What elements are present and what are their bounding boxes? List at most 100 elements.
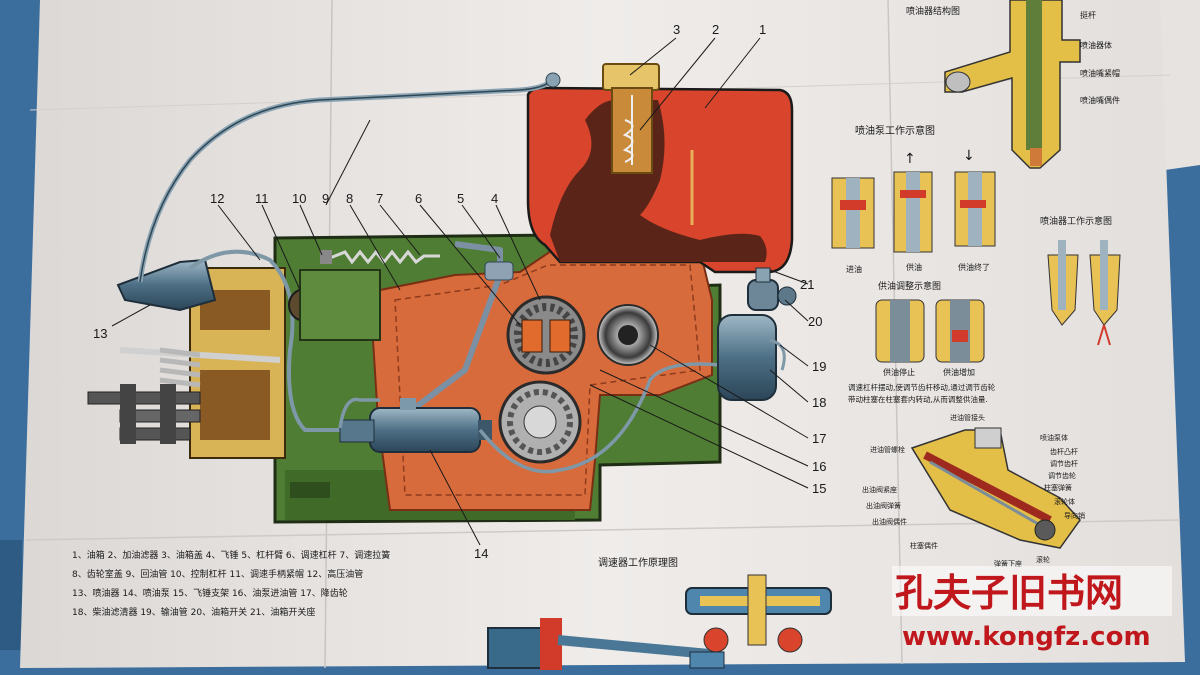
pump-work-title: 喷油泵工作示意图	[855, 124, 935, 137]
callout-13: 13	[93, 326, 107, 341]
return-pipe-9-edge	[139, 79, 553, 283]
callout-4: 4	[491, 191, 498, 206]
crank-bearing	[498, 380, 582, 464]
label-rack-cam: 齿杆凸杆	[1050, 447, 1078, 456]
arrow-up-icon: ↑	[904, 151, 916, 167]
callout-5: 5	[457, 191, 464, 206]
label-delivery-seat: 出油阀紧座	[862, 485, 897, 494]
label-supply-increase: 供油增加	[943, 367, 975, 377]
legend-line: 13、喷油器 14、喷油泵 15、飞锤支架 16、油泵进油管 17、降齿轮	[72, 587, 348, 599]
lever-pivot	[484, 261, 514, 281]
label-delivery-valve: 出油阀偶件	[872, 517, 907, 526]
gear-chamber-cover	[299, 269, 381, 341]
tank-switch-20	[747, 267, 797, 311]
legend-line: 8、齿轮室盖 9、回油管 10、控制杠杆 11、调速手柄紧帽 12、高压油管	[72, 568, 363, 580]
injector-structure-drawing	[944, 0, 1081, 169]
label-injector-body: 喷油器体	[1080, 40, 1112, 50]
supply-adjust-drawing	[875, 299, 985, 363]
tank-cap	[602, 63, 660, 91]
background-cloth-fold	[0, 540, 22, 650]
label-roller: 滚轮	[1036, 555, 1050, 564]
watermark-title: 孔夫子旧书网	[895, 571, 1123, 615]
supply-adjust-caption: 调速杠杆摆动,使调节齿杆移动,通过调节齿轮 带动柱塞在柱塞套内转动,从而调整供油…	[848, 382, 996, 404]
callout-15: 15	[812, 481, 826, 496]
label-guide-pin: 导向销	[1064, 511, 1085, 520]
callout-6: 6	[415, 191, 422, 206]
watermark-backdrop	[892, 566, 1172, 616]
flyweight-gear-4	[506, 295, 586, 375]
callout-1: 1	[759, 22, 766, 37]
label-supply-stop: 供油停止	[883, 367, 915, 377]
rocker-bolts	[87, 384, 201, 444]
injector-structure-labels: 挺杆 喷油器体 喷油嘴紧帽 喷油嘴偶件	[1080, 10, 1120, 105]
callout-8: 8	[346, 191, 353, 206]
callout-20: 20	[808, 314, 822, 329]
watermark: 孔夫子旧书网 www.kongfz.com	[892, 566, 1172, 652]
injector-work-drawing	[1047, 240, 1121, 346]
label-inlet-joint: 进油管接头	[950, 413, 985, 422]
label-supply-end: 供油终了	[958, 262, 990, 272]
callout-21: 21	[800, 277, 814, 292]
supply-adjust-title: 供油调整示意图	[878, 280, 941, 292]
gear-case-inner	[394, 264, 701, 496]
governor-title: 调速器工作原理图	[598, 557, 678, 569]
caption-line: 带动柱塞在柱塞套内转动,从而调整供油量.	[848, 394, 988, 404]
callout-19: 19	[812, 359, 826, 374]
label-roller-body: 滚轮体	[1054, 497, 1075, 506]
label-supply: 供油	[906, 262, 922, 272]
label-nozzle-pair: 喷油嘴偶件	[1080, 95, 1120, 105]
label-spring-seat: 弹簧下座	[994, 559, 1022, 568]
legend-line: 1、油箱 2、加油滤器 3、油箱盖 4、飞锤 5、杠杆臂 6、调速杠杆 7、调速…	[72, 549, 390, 561]
strainer-spring	[622, 95, 634, 165]
control-lever-10	[320, 250, 332, 264]
callout-numbers: 1 2 3 4 5 6 7 8 9 10 11 12 13 14 15 16 1…	[93, 22, 826, 561]
fuel-tank-cutaway	[550, 100, 767, 262]
label-plunger-pair: 柱塞偶件	[910, 541, 938, 550]
callout-16: 16	[812, 459, 826, 474]
callout-10: 10	[292, 191, 306, 206]
head-cavity	[200, 370, 270, 440]
label-plunger-spring: 柱塞弹簧	[1044, 483, 1072, 492]
callout-17: 17	[812, 431, 826, 446]
callout-14: 14	[474, 546, 488, 561]
watermark-url: www.kongfz.com	[902, 622, 1151, 652]
right-panel: 喷油器结构图 挺杆 喷油器体 喷油嘴紧帽 喷油嘴偶件 喷油泵工作示意图 ↑ ↓	[831, 0, 1121, 568]
pump-section-drawing	[910, 427, 1081, 549]
label-tappet: 挺杆	[1080, 10, 1096, 20]
base-slot	[290, 482, 330, 498]
callout-18: 18	[812, 395, 826, 410]
return-pipe-fitting	[545, 72, 561, 88]
pump-section-labels: 进油管接头 进油管螺栓 喷油泵体 齿杆凸杆 调节齿杆 调节齿轮 柱塞弹簧 滚轮体…	[862, 413, 1085, 568]
callout-9: 9	[322, 191, 329, 206]
label-delivery-spring: 出油阀弹簧	[866, 501, 901, 510]
injector-structure-title: 喷油器结构图	[906, 5, 960, 17]
legend-line: 18、柴油滤清器 19、输油管 20、油箱开关 21、油箱开关座	[72, 606, 315, 618]
governor-drawing	[487, 574, 832, 670]
pump-work-labels: 进油 供油 供油终了	[846, 262, 990, 274]
injector-work-title: 喷油器工作示意图	[1040, 215, 1112, 227]
injector-13	[116, 258, 217, 312]
valve-spring	[159, 347, 201, 388]
timing-gear-17	[597, 304, 659, 366]
arrow-down-icon: ↓	[963, 148, 975, 164]
diesel-filter-18	[717, 314, 786, 401]
label-nozzle-cap: 喷油嘴紧帽	[1080, 68, 1120, 78]
label-control-gear: 调节齿轮	[1048, 471, 1076, 480]
pump-work-stages	[831, 171, 996, 253]
callout-11: 11	[255, 191, 269, 206]
supply-adjust-labels: 供油停止 供油增加	[883, 367, 975, 377]
label-inlet-bolt: 进油管螺栓	[870, 445, 905, 454]
label-pump-body: 喷油泵体	[1040, 433, 1068, 442]
label-intake: 进油	[846, 264, 862, 274]
engine-cutaway: 1 2 3 4 5 6 7 8 9 10 11 12 13 14 15 16 1…	[87, 22, 826, 561]
fuel-injection-pump-14	[339, 398, 492, 453]
callout-2: 2	[712, 22, 719, 37]
callout-leaders	[111, 37, 809, 546]
parts-legend: 1、油箱 2、加油滤器 3、油箱盖 4、飞锤 5、杠杆臂 6、调速杠杆 7、调速…	[72, 549, 390, 618]
label-control-rack: 调节齿杆	[1050, 459, 1078, 468]
callout-3: 3	[673, 22, 680, 37]
fuel-inlet-pipe	[338, 362, 721, 474]
callout-12: 12	[210, 191, 224, 206]
